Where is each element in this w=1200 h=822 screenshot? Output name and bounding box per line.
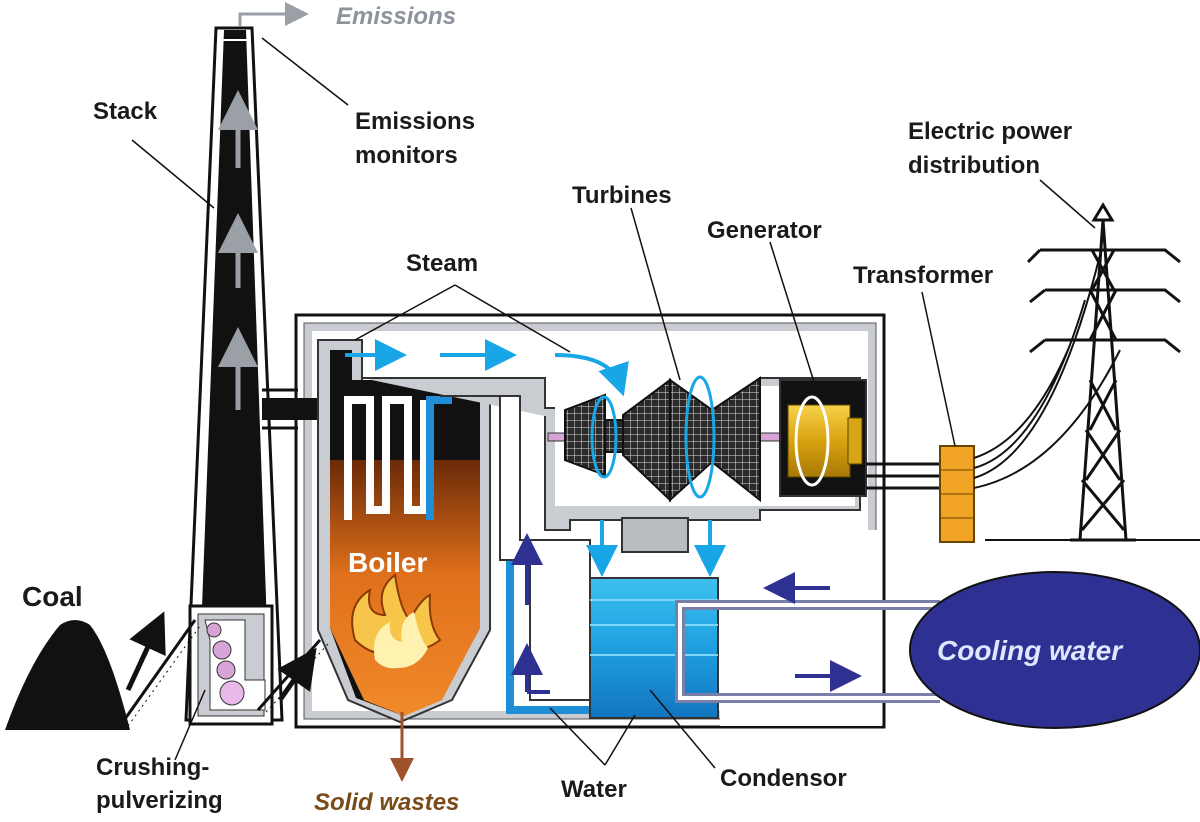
boiler [317, 339, 590, 782]
label-electric-power-1: Electric power [908, 118, 1072, 145]
rotation-arrow [794, 395, 830, 487]
label-condensor: Condensor [720, 765, 847, 792]
water-return [527, 533, 550, 694]
steam-flow-arrow [554, 353, 629, 397]
water-flow-arrow [527, 655, 550, 694]
label-emissions-monitors-2: monitors [355, 142, 458, 169]
steam-tubes [344, 396, 428, 520]
label-coal: Coal [22, 581, 83, 612]
cooling-water-loop [675, 571, 1200, 729]
stack [184, 2, 322, 722]
turbines [547, 375, 789, 577]
label-crushing-2: pulverizing [96, 787, 223, 814]
coal-conveyor [118, 611, 329, 727]
power-tower [985, 202, 1200, 542]
transformer [939, 254, 1121, 543]
label-turbines: Turbines [572, 182, 672, 209]
label-generator: Generator [707, 217, 822, 244]
leader-lines [131, 37, 1096, 769]
emissions-out-arrow [238, 2, 309, 26]
label-crushing-1: Crushing- [96, 754, 209, 781]
label-solid-wastes: Solid wastes [314, 789, 459, 816]
label-boiler: Boiler [348, 547, 427, 578]
label-stack: Stack [93, 98, 158, 125]
coal-flow-arrow [125, 611, 166, 692]
coal-pile [5, 620, 130, 730]
crusher [188, 604, 274, 726]
label-water: Water [561, 776, 627, 803]
rotation-arrow [590, 395, 618, 479]
coal-flow-arrow [277, 647, 317, 702]
label-transformer: Transformer [853, 262, 993, 289]
flame-icon [351, 573, 442, 669]
label-electric-power-2: distribution [908, 152, 1040, 179]
rotation-arrow [684, 375, 716, 499]
generator [779, 379, 940, 497]
hp-turbine [564, 393, 606, 477]
label-steam: Steam [406, 250, 478, 277]
label-emissions-monitors-1: Emissions [355, 108, 475, 135]
label-cooling-water: Cooling water [937, 635, 1124, 666]
label-emissions: Emissions [336, 3, 456, 30]
cooling-water-reservoir [909, 571, 1200, 729]
